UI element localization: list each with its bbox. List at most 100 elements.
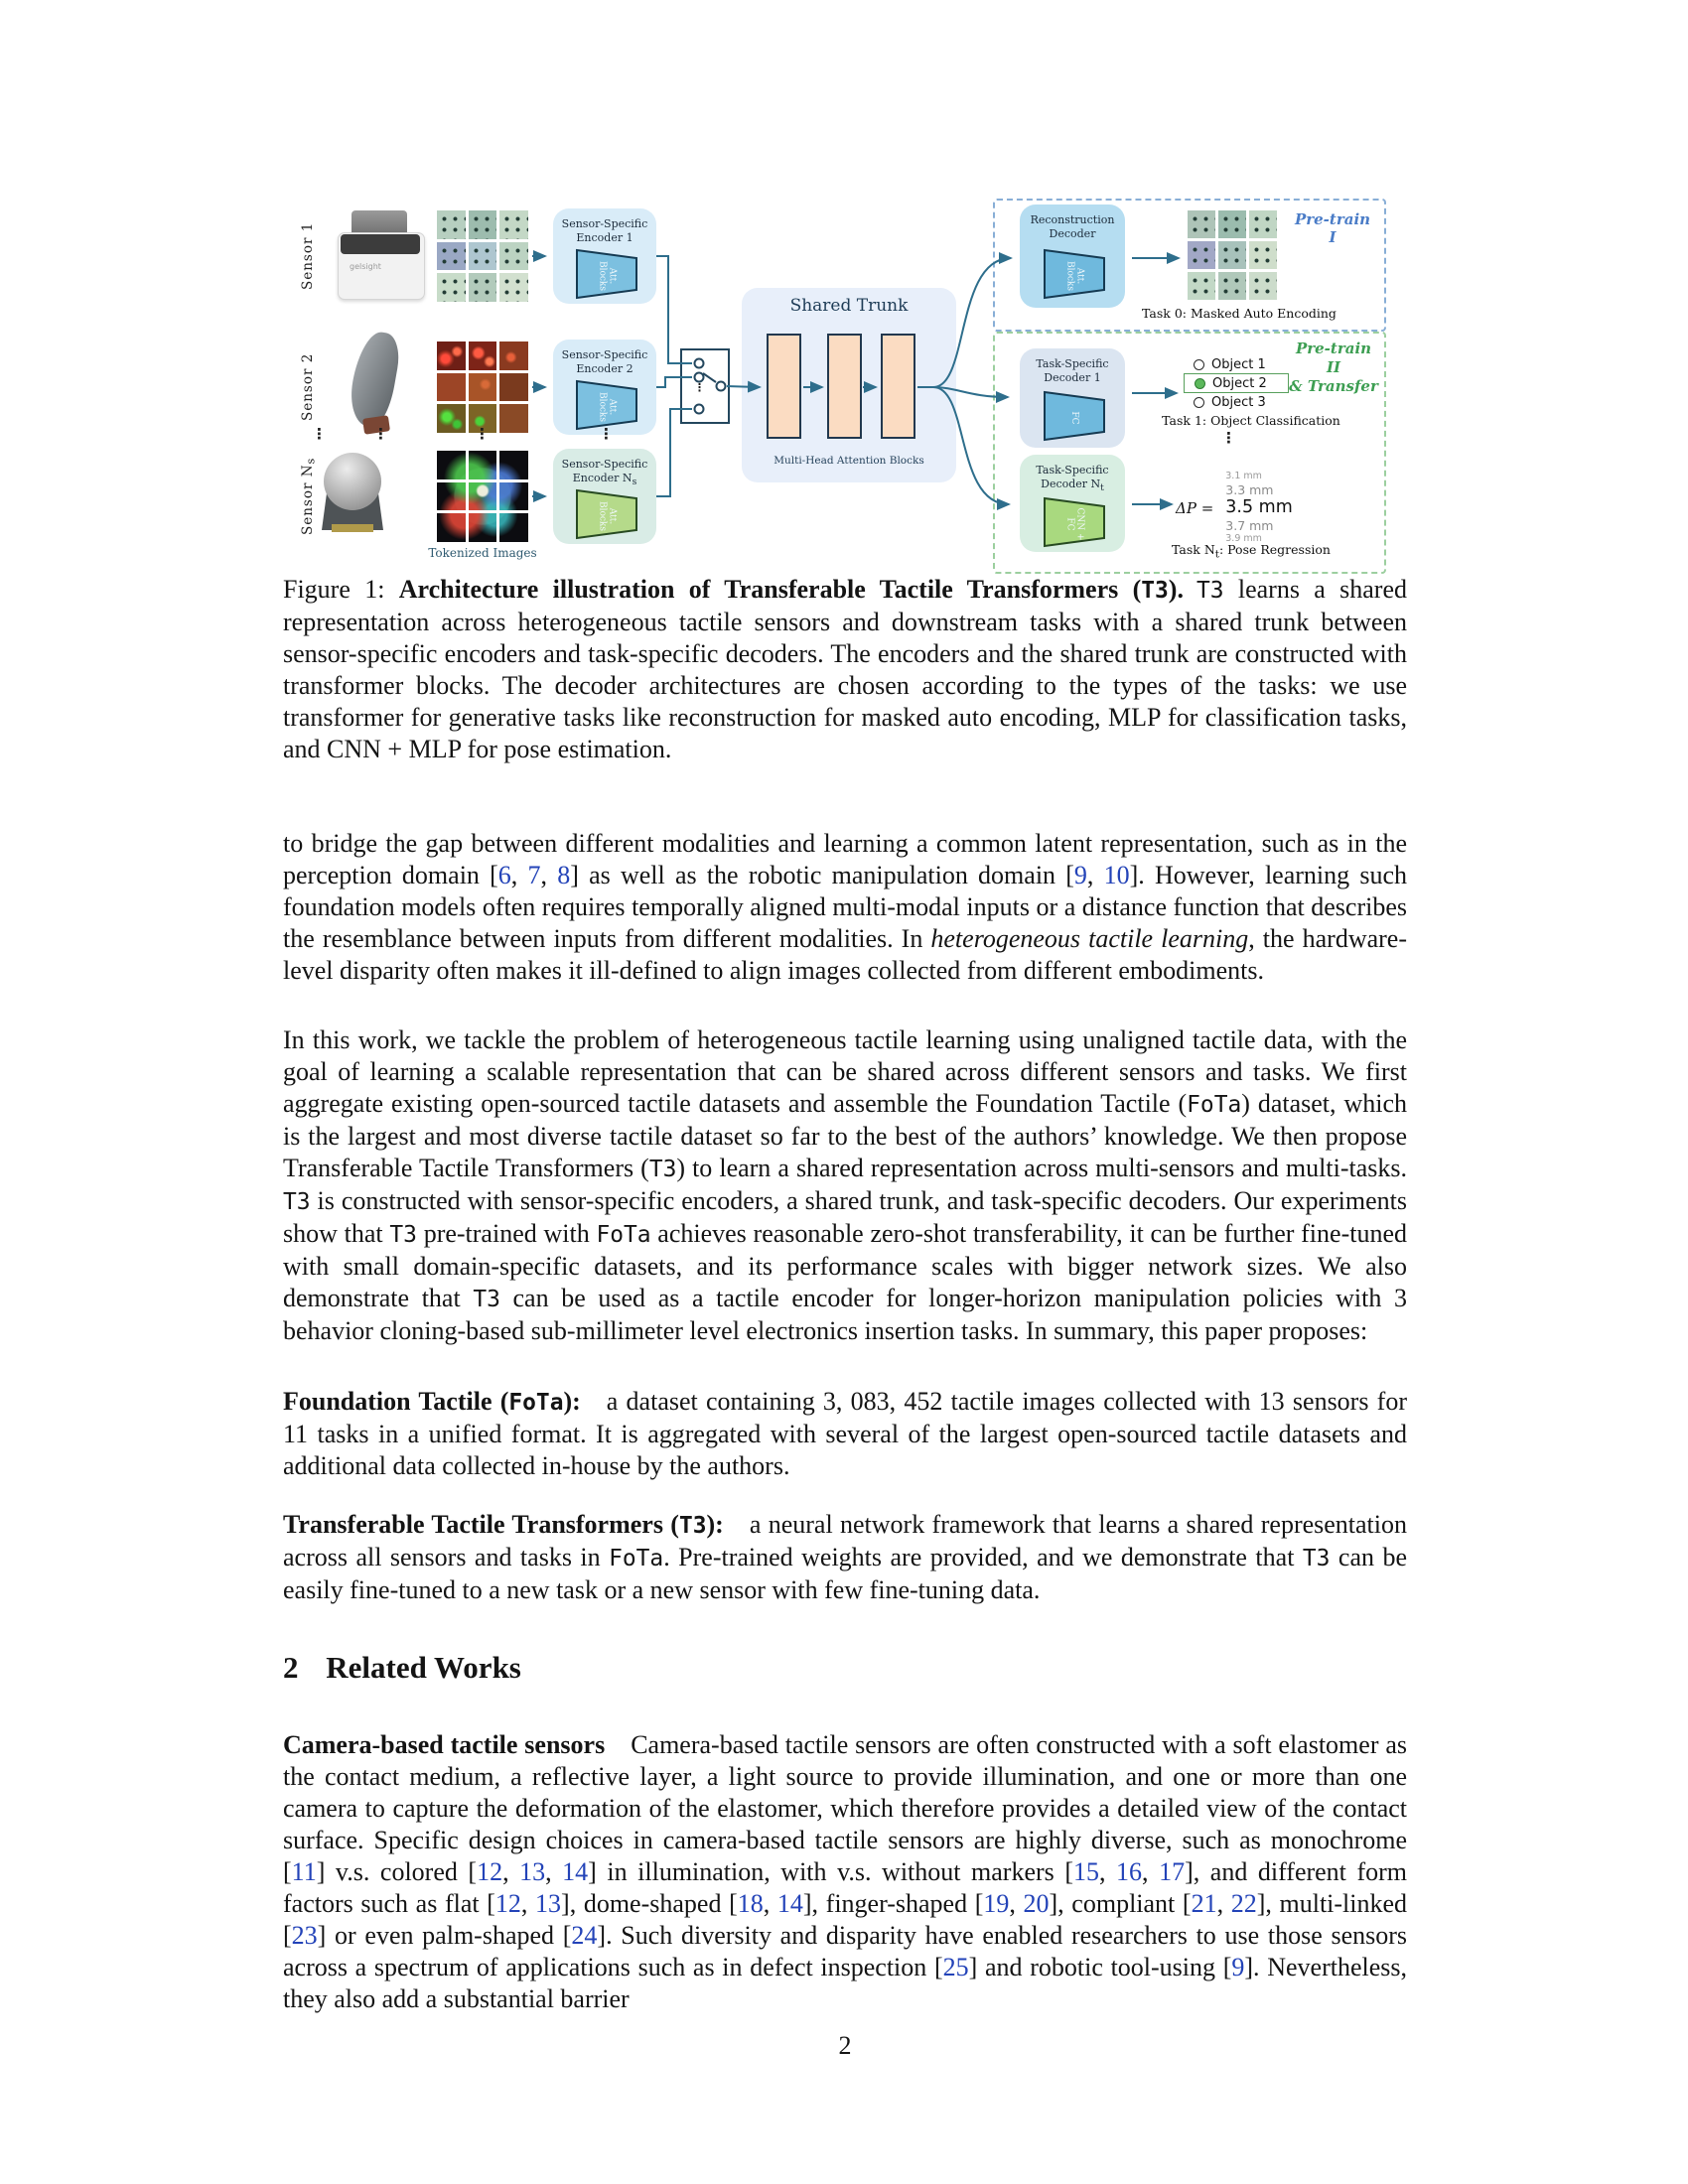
page-number: 2 — [838, 2031, 852, 2060]
token-tile — [1188, 272, 1215, 300]
token-tile — [468, 273, 497, 302]
section-heading: 2 Related Works — [283, 1650, 1407, 1686]
text-segment: ]. However, learning such foundation mod… — [283, 861, 1408, 953]
text-segment: , — [1098, 1857, 1117, 1886]
citation-link[interactable]: 13 — [519, 1857, 546, 1886]
object-1-option: Object 1 — [1184, 355, 1313, 373]
radio-selected-icon — [1195, 377, 1205, 389]
citation-link[interactable]: 19 — [983, 1889, 1010, 1918]
pretrain1-tag: Pre-train I — [1294, 210, 1371, 246]
citation-link[interactable]: 21 — [1191, 1889, 1217, 1918]
text-segment: ], compliant [ — [1049, 1889, 1192, 1918]
text-segment: ) dataset, which is the largest and most… — [283, 1089, 1407, 1182]
text-segment: to bridge the gap between different moda… — [283, 829, 1407, 889]
radio-icon — [1194, 358, 1204, 370]
tokenized-grid-sensor-2 — [437, 341, 528, 433]
shared-trunk-title: Shared Trunk — [789, 296, 909, 316]
token-tile — [468, 341, 497, 370]
citation-link[interactable]: 13 — [535, 1889, 562, 1918]
text-segment: a neural network framework that learns a… — [283, 1510, 1408, 1571]
text-segment: ): — [706, 1510, 724, 1539]
citation-link[interactable]: 14 — [562, 1857, 589, 1886]
token-tile — [1218, 210, 1246, 238]
citation-link[interactable]: 6 — [497, 861, 511, 889]
section-title: Related Works — [326, 1650, 521, 1685]
text-segment: ): — [563, 1387, 581, 1416]
citation-link[interactable]: 15 — [1072, 1857, 1099, 1886]
text-segment: T3 — [389, 1222, 417, 1248]
tokenized-grid-sensor-ns — [437, 451, 528, 542]
text-segment: Camera-based tactile sensors — [283, 1730, 606, 1759]
token-tile — [499, 404, 528, 433]
token-tile — [437, 241, 466, 271]
citation-link[interactable]: 10 — [1103, 861, 1130, 889]
text-segment: , — [540, 861, 558, 889]
token-tile — [468, 241, 497, 271]
citation-link[interactable]: 18 — [737, 1889, 764, 1918]
citation-link[interactable]: 20 — [1023, 1889, 1050, 1918]
text-segment: pre-trained with — [416, 1219, 597, 1248]
citation-link[interactable]: 12 — [477, 1857, 503, 1886]
citation-link[interactable]: 14 — [776, 1889, 803, 1918]
sensor-switch-box — [680, 348, 730, 424]
text-segment: ]. Nevertheless, they also add a substan… — [283, 1953, 1408, 2013]
citation-link[interactable]: 8 — [557, 861, 571, 889]
text-segment: . Pre-trained weights are provided, and … — [663, 1543, 1303, 1571]
text-segment: , — [1086, 861, 1104, 889]
classification-output: Object 1 Object 2 Object 3 — [1184, 355, 1313, 411]
token-tile — [1188, 241, 1215, 269]
text-segment — [1184, 575, 1196, 604]
citation-link[interactable]: 22 — [1230, 1889, 1257, 1918]
attention-block-2 — [827, 334, 862, 439]
ellipsis: ⋮ — [373, 425, 388, 443]
citation-link[interactable]: 17 — [1159, 1857, 1186, 1886]
related-works-paragraph: Camera-based tactile sensors Camera-base… — [283, 1729, 1407, 2015]
text-segment: , — [545, 1857, 563, 1886]
text-segment: T3 — [283, 1189, 311, 1215]
text-segment: ], multi-linked [ — [283, 1889, 1408, 1950]
citation-link[interactable]: 11 — [291, 1857, 317, 1886]
delta-p-label: ΔP = — [1176, 498, 1214, 517]
text-segment: is constructed with sensor-specific enco… — [283, 1186, 1407, 1248]
citation-link[interactable]: 23 — [291, 1921, 318, 1950]
text-segment: ], and different form factors such as fl… — [283, 1857, 1407, 1918]
body-paragraph-2: In this work, we tackle the problem of h… — [283, 1024, 1407, 1347]
text-segment: a dataset containing 3, 083, 452 tactile… — [283, 1387, 1407, 1480]
citation-link[interactable]: 24 — [571, 1921, 598, 1950]
text-segment: T3 — [1196, 578, 1224, 604]
pose-value-3: 3.5 mm — [1225, 497, 1293, 517]
encoder-2-block-label: Att. Blocks — [597, 391, 618, 423]
radio-icon — [1194, 396, 1204, 408]
citation-link[interactable]: 7 — [527, 861, 541, 889]
token-tile — [468, 404, 497, 433]
text-segment: , the hardware-level disparity often mak… — [283, 924, 1407, 985]
citation-link[interactable]: 9 — [1073, 861, 1087, 889]
text-segment: learns a shared representation across he… — [283, 575, 1407, 763]
citation-link[interactable]: 9 — [1231, 1953, 1245, 1981]
reconstruction-decoder-trapezoid: Att. Blocks — [1043, 248, 1106, 304]
text-segment: , — [763, 1889, 777, 1918]
pose-value-5: 3.9 mm — [1225, 533, 1262, 544]
token-tile — [1249, 241, 1277, 269]
text-segment: can be easily fine-tuned to a new task o… — [283, 1543, 1407, 1604]
encoder-1-trapezoid: Att. Blocks — [575, 248, 638, 304]
figure-1-architecture: Sensor 1 Sensor 2 Sensor Ns gelsight — [298, 147, 1390, 576]
text-segment: Foundation Tactile ( — [283, 1387, 509, 1416]
tokenized-images-label: Tokenized Images — [428, 546, 537, 560]
text-segment: ], dome-shaped [ — [561, 1889, 738, 1918]
token-tile — [499, 210, 528, 239]
text-segment: , — [510, 861, 528, 889]
citation-link[interactable]: 25 — [942, 1953, 969, 1981]
token-tile — [468, 210, 497, 239]
text-segment: Camera-based tactile sensors are often c… — [283, 1730, 1407, 1886]
pose-regression-output: ΔP = 3.1 mm 3.3 mm 3.5 mm 3.7 mm 3.9 mm — [1176, 471, 1293, 545]
token-tile — [468, 372, 497, 402]
text-segment: heterogeneous tactile learning — [930, 924, 1249, 953]
text-segment: ) to learn a shared representation acros… — [676, 1154, 1407, 1182]
citation-link[interactable]: 12 — [494, 1889, 521, 1918]
citation-link[interactable]: 16 — [1116, 1857, 1143, 1886]
